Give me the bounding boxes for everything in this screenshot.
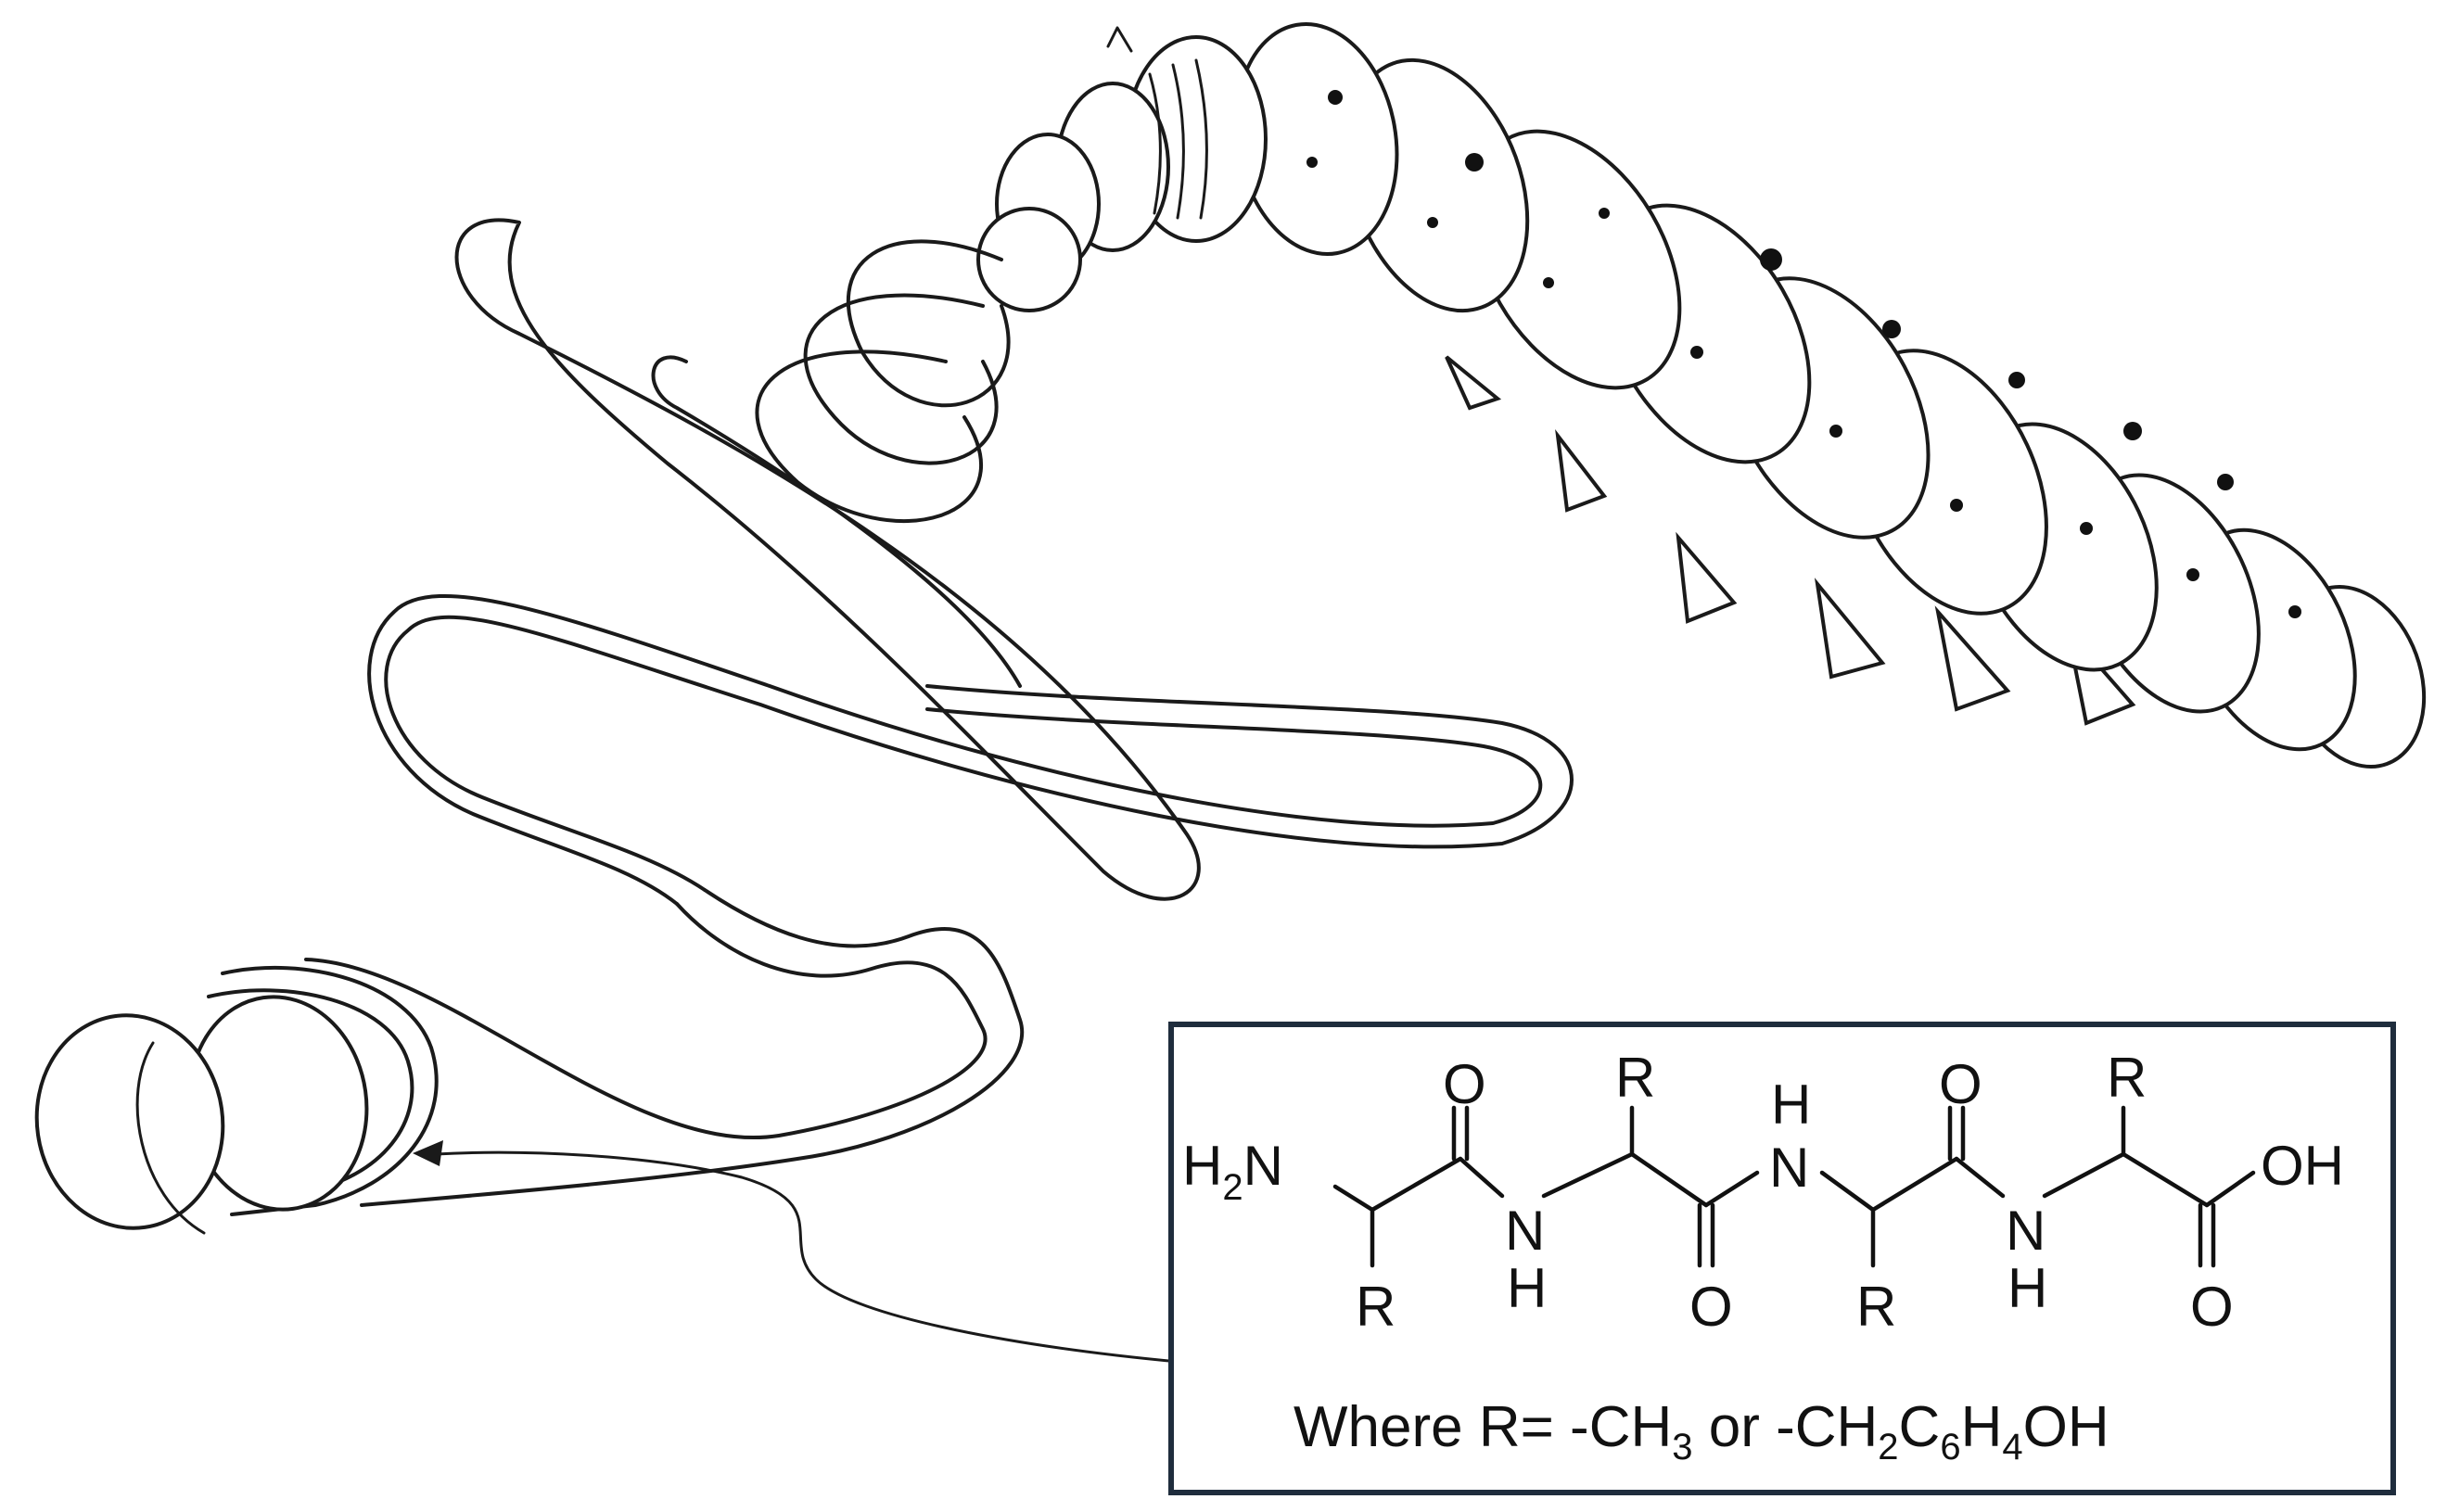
side-chain-r-4: R: [2107, 1047, 2147, 1109]
silk-fibre-cross-section: [34, 966, 439, 1235]
amide-nitrogen-1: N: [1505, 1200, 1545, 1262]
caterpillar-body-segments: [976, 22, 2427, 769]
peptide-structure-box: [1168, 1022, 2396, 1495]
fibroin-filament-left: [34, 1013, 225, 1230]
amide-hydrogen-3: H: [2007, 1257, 2047, 1319]
silk-thread: [304, 218, 1574, 1207]
carbonyl-oxygen-4: O: [2190, 1276, 2234, 1338]
side-chain-r-1: R: [1356, 1276, 1396, 1338]
carbonyl-oxygen-2: O: [1689, 1276, 1733, 1338]
silkworm-caterpillar: [976, 22, 2427, 769]
r-group-caption: Where R= -CH3 or -CH2C6H4OH: [1294, 1395, 2109, 1468]
side-chain-r-2: R: [1615, 1047, 1655, 1109]
amide-hydrogen-1: H: [1507, 1257, 1547, 1319]
caterpillar-spots: [1306, 90, 2301, 618]
amide-nitrogen-3: N: [2006, 1200, 2046, 1262]
carboxylic-acid-oh: OH: [2261, 1135, 2344, 1197]
peptide-atom-labels: H2N O O O O R R R R N H N H N H OH: [1182, 1047, 2344, 1338]
peptide-backbone-bonds: [1332, 1105, 2256, 1268]
amide-nitrogen-2: N: [1769, 1137, 1809, 1199]
carbonyl-oxygen-3: O: [1939, 1053, 1982, 1115]
carbonyl-oxygen-1: O: [1443, 1053, 1486, 1115]
n-terminus-label: H2N: [1182, 1135, 1283, 1208]
side-chain-r-3: R: [1856, 1276, 1896, 1338]
arrow-head-icon: [413, 1140, 443, 1166]
caterpillar-head-lines: [1106, 26, 1208, 220]
amide-hydrogen-2: H: [1771, 1074, 1811, 1136]
callout-arrow: [413, 1140, 1212, 1366]
